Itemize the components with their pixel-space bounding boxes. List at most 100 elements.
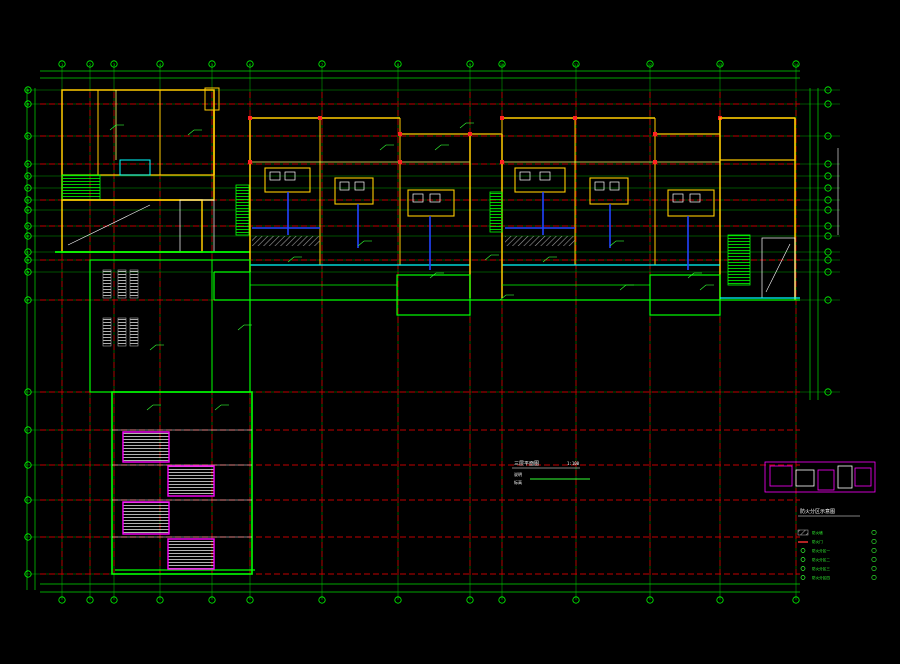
legend-label: 防火分区一: [812, 548, 830, 553]
legend-swatch: [800, 575, 806, 580]
axis-bubble: [208, 596, 216, 604]
axis-bubble: [466, 60, 474, 68]
axis-label-left: F: [27, 186, 29, 190]
red-markers: [248, 116, 722, 164]
annotation-tick: [187, 129, 195, 136]
axis-bubble: [824, 196, 832, 204]
axis-bubble: [824, 296, 832, 304]
axis-bubble: [208, 60, 216, 68]
annotation-tick: [379, 144, 387, 151]
axis-bubble: [24, 461, 32, 469]
annotation-marks: [109, 122, 714, 411]
axis-label-left: E: [27, 174, 29, 178]
axis-label-top: 5: [211, 63, 213, 67]
center-note: 三层平面图 1:100 说明 标高: [512, 461, 590, 485]
column-marker: [653, 132, 657, 136]
hatched-wall: [252, 236, 320, 246]
axis-bubble: [24, 248, 32, 256]
axis-bubble: [792, 60, 800, 68]
axis-bubble: [86, 596, 94, 604]
axis-bubble: [156, 596, 164, 604]
axis-bubble: [246, 60, 254, 68]
key-plan: [764, 461, 876, 493]
axis-bubble: [58, 60, 66, 68]
axis-bubble: [716, 596, 724, 604]
axis-bubble: [716, 60, 724, 68]
axis-bubble: [156, 60, 164, 68]
hatched-wall: [505, 236, 575, 246]
column-marker: [318, 116, 322, 120]
annotation-tick: [429, 272, 437, 279]
legend-marker: [871, 556, 877, 562]
axis-bubble: [24, 426, 32, 434]
legend-marker: [871, 565, 877, 571]
axis-bubbles: [24, 60, 832, 604]
annotation-tick: [146, 404, 154, 411]
stair-left: [235, 184, 250, 236]
axis-bubble: [24, 86, 32, 94]
annotation-tick: [109, 124, 117, 131]
legend-marker: [871, 529, 877, 535]
axis-label-left: J: [27, 224, 29, 228]
axis-label-top: 7: [321, 63, 323, 67]
column-marker: [573, 116, 577, 120]
axis-label-left: M: [27, 258, 29, 262]
axis-bubble: [498, 60, 506, 68]
axis-bubble: [24, 172, 32, 180]
column-marker: [500, 116, 504, 120]
right-stair-block: [719, 117, 839, 299]
dimension-lines: [26, 70, 819, 593]
axis-bubble: [394, 60, 402, 68]
center-note-title: 三层平面图: [514, 461, 539, 467]
stair-center: [489, 191, 503, 233]
column-marker: [398, 160, 402, 164]
legend-marker: [871, 547, 877, 553]
axis-bubble: [24, 496, 32, 504]
axis-label-left: G: [27, 198, 29, 202]
drainage-pipes: [252, 192, 689, 270]
column-marker: [398, 132, 402, 136]
axis-bubble: [824, 232, 832, 240]
axis-bubble: [24, 296, 32, 304]
axis-bubble: [24, 222, 32, 230]
legend-swatch: [800, 548, 806, 553]
column-marker: [248, 160, 252, 164]
axis-bubble: [824, 172, 832, 180]
axis-bubble: [24, 160, 32, 168]
axis-label-top: 14: [794, 63, 798, 67]
annotation-tick: [687, 272, 695, 279]
axis-bubble: [824, 86, 832, 94]
axis-bubble: [824, 268, 832, 276]
column-marker: [248, 116, 252, 120]
annotation-tick: [237, 324, 245, 331]
axis-label-left: L: [27, 250, 29, 254]
axis-bubble: [498, 596, 506, 604]
axis-label-top: 10: [500, 63, 504, 67]
annotation-tick: [619, 284, 627, 291]
legend-title: 防火分区示意图: [800, 508, 835, 515]
axis-bubble: [110, 60, 118, 68]
axis-bubble: [394, 596, 402, 604]
axis-bubble: [646, 596, 654, 604]
legend-label: 防火分区二: [812, 557, 830, 562]
axis-label-left: C: [27, 134, 29, 138]
axis-bubble: [24, 570, 32, 578]
annotation-tick: [542, 256, 550, 263]
axis-bubble: [466, 596, 474, 604]
lower-left-block: [89, 259, 255, 575]
axis-bubble: [824, 248, 832, 256]
center-note-line1: 说明: [514, 471, 522, 477]
axis-bubble: [824, 388, 832, 396]
axis-bubble: [824, 206, 832, 214]
axis-label-top: 13: [718, 63, 722, 67]
axis-bubble: [824, 256, 832, 264]
axis-label-top: 6: [249, 63, 251, 67]
axis-bubble: [824, 222, 832, 230]
column-marker: [500, 160, 504, 164]
axis-bubble: [24, 268, 32, 276]
axis-label-left: P: [27, 298, 29, 302]
annotation-tick: [609, 240, 617, 247]
